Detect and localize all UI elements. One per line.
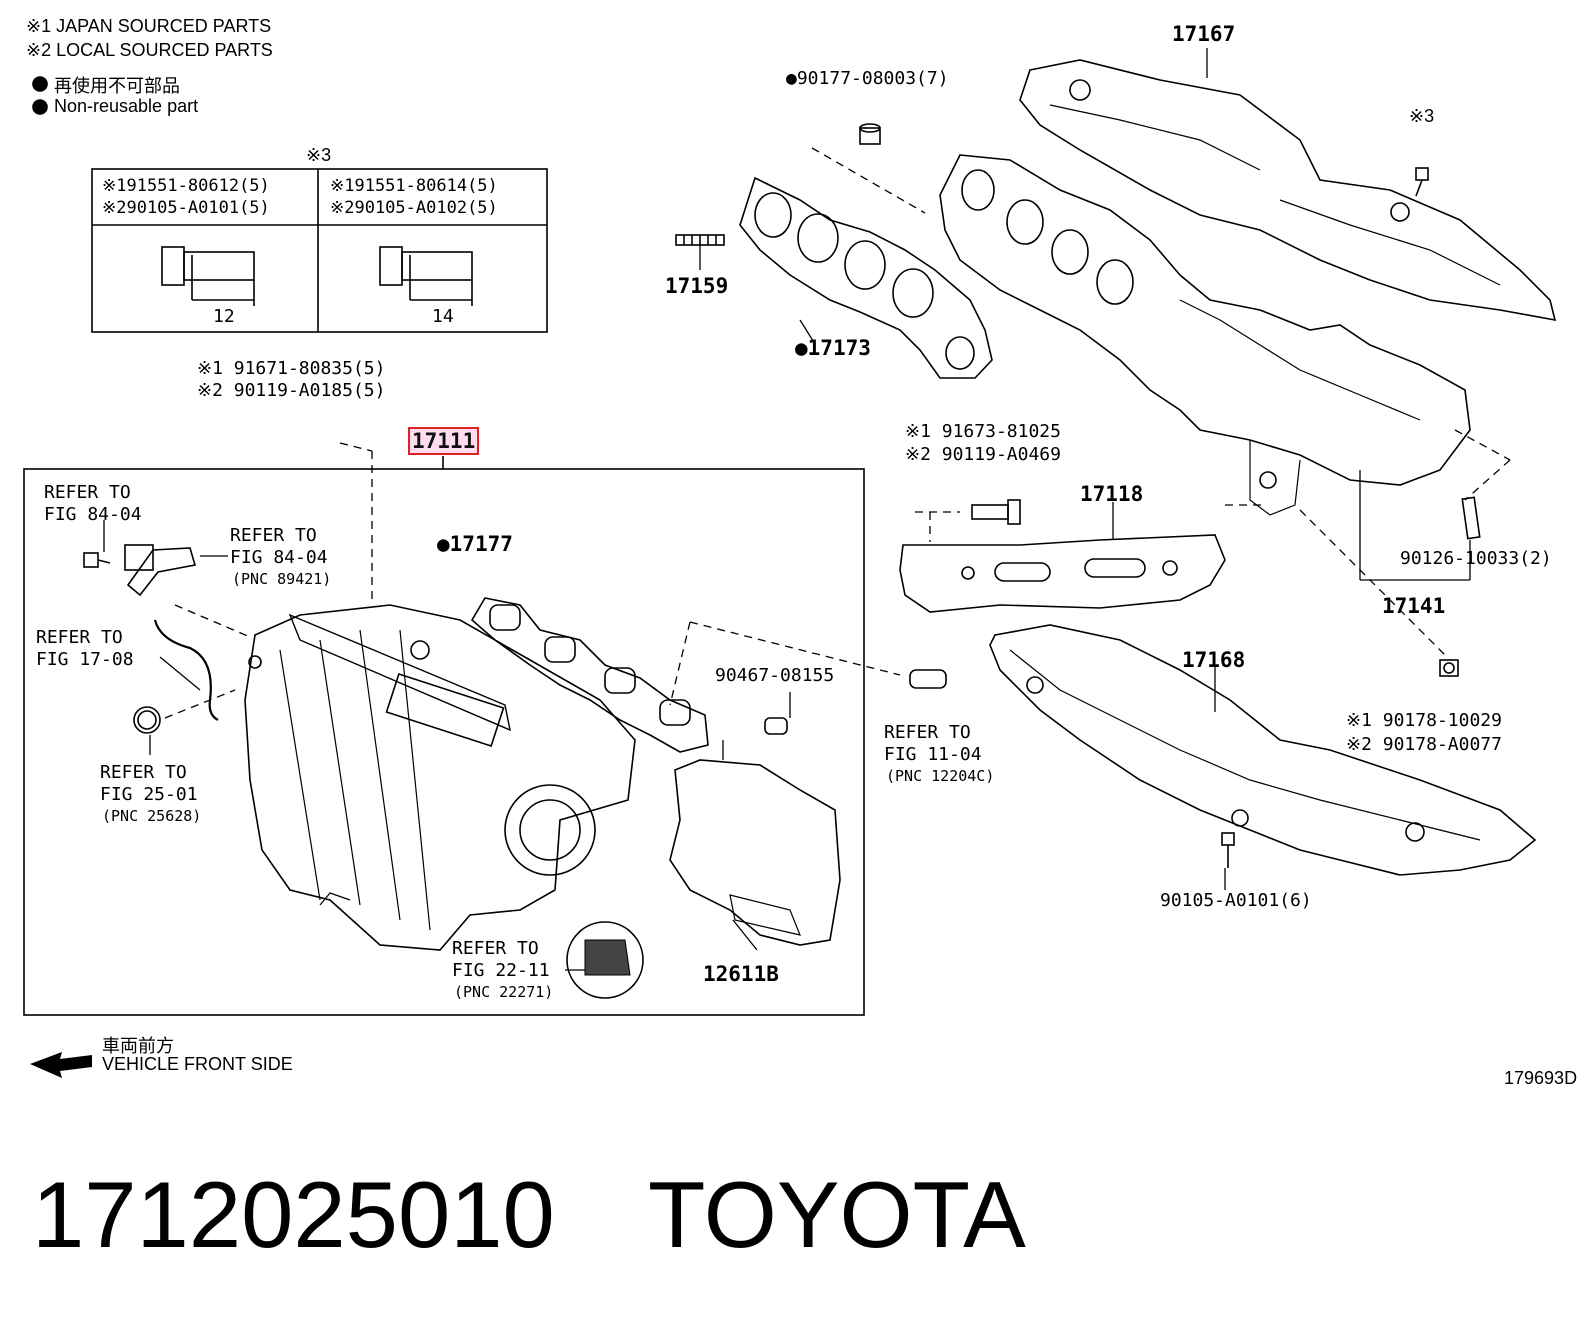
- nut-icon: [859, 123, 881, 145]
- table-left-pn2: ※290105-A0101(5): [102, 198, 270, 218]
- front-arrow-icon: [30, 1052, 92, 1078]
- ref-3-line-1[interactable]: REFER TO: [36, 627, 123, 648]
- bolt-table: [91, 168, 548, 333]
- intake-manifold-17111: [244, 604, 636, 951]
- bracket-17118: [899, 534, 1226, 613]
- ref-5-line-1[interactable]: REFER TO: [884, 722, 971, 743]
- callout-17167[interactable]: 17167: [1172, 22, 1236, 46]
- ref-5-line-2[interactable]: FIG 11-04: [884, 744, 982, 765]
- ref-1-line-2[interactable]: FIG 84-04: [44, 504, 142, 525]
- direction-jp: 車両前方: [102, 1036, 174, 1056]
- table-right-pn1: ※191551-80614(5): [330, 176, 498, 196]
- callout-91673-local[interactable]: ※2 90119-A0469: [905, 444, 1061, 465]
- legend-nonreuse-en: Non-reusable part: [54, 96, 199, 116]
- bolt-icon: [971, 499, 1021, 525]
- ref-6-pnc: (PNC 22271): [454, 983, 554, 1001]
- footer-part-number: 1712025010: [32, 1162, 555, 1267]
- table-right-pn2: ※290105-A0102(5): [330, 198, 498, 218]
- ref-6-line-1[interactable]: REFER TO: [452, 938, 539, 959]
- manifold-ports: [961, 169, 1134, 305]
- callout-17177[interactable]: ●17177: [437, 532, 513, 556]
- nonreuse-dot: ●: [437, 532, 450, 556]
- table-group-mark: ※3: [306, 145, 332, 165]
- callout-91673-jp[interactable]: ※1 91673-81025: [905, 421, 1061, 442]
- callout-17159[interactable]: 17159: [665, 274, 729, 298]
- heat-insulator-17168: [989, 624, 1537, 876]
- ref-2-pnc: (PNC 89421): [232, 570, 332, 588]
- legend-note-1: ※1 JAPAN SOURCED PARTS: [26, 16, 272, 36]
- legend-nonreuse-jp: 再使用不可部品: [54, 76, 180, 96]
- intake-gasket-17177: [470, 597, 709, 753]
- callout-90105[interactable]: 90105-A0101(6): [1160, 890, 1312, 911]
- callout-91671-local[interactable]: ※2 90119-A0185(5): [197, 380, 386, 401]
- stud-17159-icon: [675, 234, 725, 246]
- callout-mark-3: ※3: [1409, 106, 1435, 126]
- gasket-ports: [754, 192, 975, 370]
- solid-leaders: [103, 48, 1471, 971]
- ref-2-line-1[interactable]: REFER TO: [230, 525, 317, 546]
- bullet-icon: [32, 76, 48, 92]
- hose-icon: [153, 619, 219, 721]
- callout-17111[interactable]: 17111: [408, 427, 480, 455]
- footer-brand: TOYOTA: [648, 1162, 1026, 1267]
- highlighted-part-label: 17111: [408, 427, 480, 455]
- ref-4-line-1[interactable]: REFER TO: [100, 762, 187, 783]
- nut-icon: [1439, 659, 1459, 677]
- stud-icon: [1461, 496, 1481, 540]
- table-left-dim: 12: [213, 306, 235, 327]
- ref-4-pnc: (PNC 25628): [102, 807, 202, 825]
- ref-6-line-2[interactable]: FIG 22-11: [452, 960, 550, 981]
- leader-lines: [164, 147, 1511, 719]
- throttle-seal-icon: [566, 921, 644, 999]
- plug-icon: [909, 669, 947, 689]
- bolt-icon: [161, 246, 255, 306]
- bullet-icon: [32, 99, 48, 115]
- bolt-icon: [1415, 167, 1429, 197]
- intake-assembly-frame: [23, 468, 865, 1016]
- clamp-icon: [133, 706, 161, 734]
- figure-id: 179693D: [1504, 1068, 1578, 1088]
- nonreuse-dot: ●: [786, 68, 797, 89]
- callout-17118[interactable]: 17118: [1080, 482, 1144, 506]
- callout-90467[interactable]: 90467-08155: [715, 665, 835, 686]
- callout-90177[interactable]: ●90177-08003(7): [786, 68, 949, 89]
- callout-90178-jp[interactable]: ※1 90178-10029: [1346, 710, 1502, 731]
- table-right-dim: 14: [432, 306, 454, 327]
- ref-3-line-2[interactable]: FIG 17-08: [36, 649, 134, 670]
- bolt-icon: [379, 246, 473, 306]
- callout-91671-jp[interactable]: ※1 91671-80835(5): [197, 358, 386, 379]
- direction-en: VEHICLE FRONT SIDE: [102, 1054, 293, 1074]
- bolt-icon: [1221, 832, 1235, 868]
- heat-insulator-17167: [1019, 59, 1557, 322]
- cover-12611B: [669, 759, 841, 946]
- ref-2-line-2[interactable]: FIG 84-04: [230, 547, 328, 568]
- callout-90126[interactable]: 90126-10033(2): [1400, 548, 1552, 569]
- callout-17168[interactable]: 17168: [1182, 648, 1246, 672]
- callout-17141[interactable]: 17141: [1382, 594, 1446, 618]
- bolt-icon: [83, 552, 111, 568]
- ref-1-line-1[interactable]: REFER TO: [44, 482, 131, 503]
- ref-5-pnc: (PNC 12204C): [886, 767, 995, 785]
- exhaust-gasket-17173: [739, 176, 993, 379]
- plug-icon: [764, 717, 788, 735]
- ref-4-line-2[interactable]: FIG 25-01: [100, 784, 198, 805]
- callout-17173[interactable]: ●17173: [795, 336, 871, 360]
- sensor-icon: [124, 544, 197, 597]
- callout-12611B[interactable]: 12611B: [703, 962, 779, 986]
- table-left-pn1: ※191551-80612(5): [102, 176, 270, 196]
- nonreuse-dot: ●: [795, 336, 808, 360]
- exhaust-manifold-17141: [939, 154, 1471, 486]
- callout-90178-local[interactable]: ※2 90178-A0077: [1346, 734, 1502, 755]
- legend-note-2: ※2 LOCAL SOURCED PARTS: [26, 40, 273, 60]
